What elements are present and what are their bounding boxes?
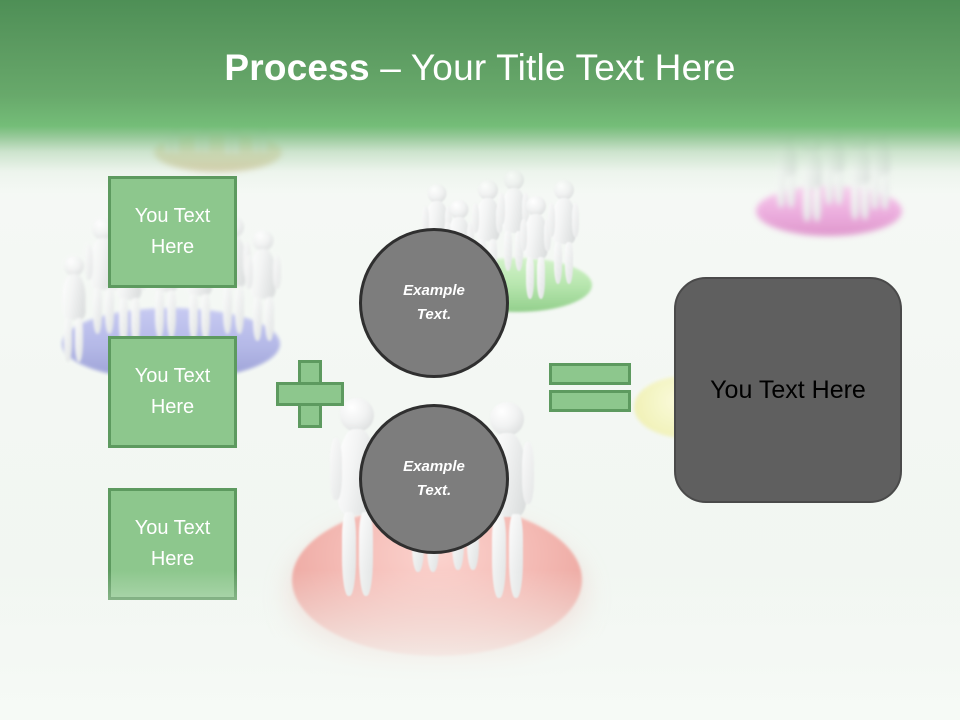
- example-circle-2-line2: Text.: [416, 482, 452, 499]
- result-box-label: You Text Here: [710, 376, 866, 404]
- figure: [60, 256, 88, 364]
- page-title-rest: – Your Title Text Here: [369, 47, 736, 88]
- figure: [520, 196, 551, 300]
- input-box-2-label: You Text Here: [134, 365, 211, 418]
- example-circle-1[interactable]: Example Text.: [359, 228, 509, 378]
- equals-icon: [549, 363, 631, 412]
- input-box-1[interactable]: You Text Here: [108, 176, 237, 288]
- equals-icon-bottom-bar: [549, 390, 631, 412]
- input-box-3-label: You Text Here: [134, 517, 211, 570]
- bottom-fade: [0, 570, 960, 720]
- equals-icon-top-bar: [549, 363, 631, 385]
- example-circle-1-line2: Text.: [416, 306, 452, 323]
- plus-icon: [276, 360, 344, 428]
- example-circle-2-line1: Example: [403, 458, 465, 475]
- header-band: [0, 0, 960, 200]
- example-circle-2-label: Example Text.: [403, 455, 465, 503]
- input-box-1-label: You Text Here: [134, 205, 211, 258]
- example-circle-1-line1: Example: [403, 282, 465, 299]
- page-title-strong: Process: [224, 47, 370, 88]
- page-title: Process – Your Title Text Here: [0, 46, 960, 90]
- plus-icon-horizontal-bar: [276, 382, 344, 406]
- example-circle-2[interactable]: Example Text.: [359, 404, 509, 554]
- figure: [245, 230, 281, 346]
- result-box[interactable]: You Text Here: [674, 277, 902, 503]
- example-circle-1-label: Example Text.: [403, 279, 465, 327]
- input-box-2[interactable]: You Text Here: [108, 336, 237, 448]
